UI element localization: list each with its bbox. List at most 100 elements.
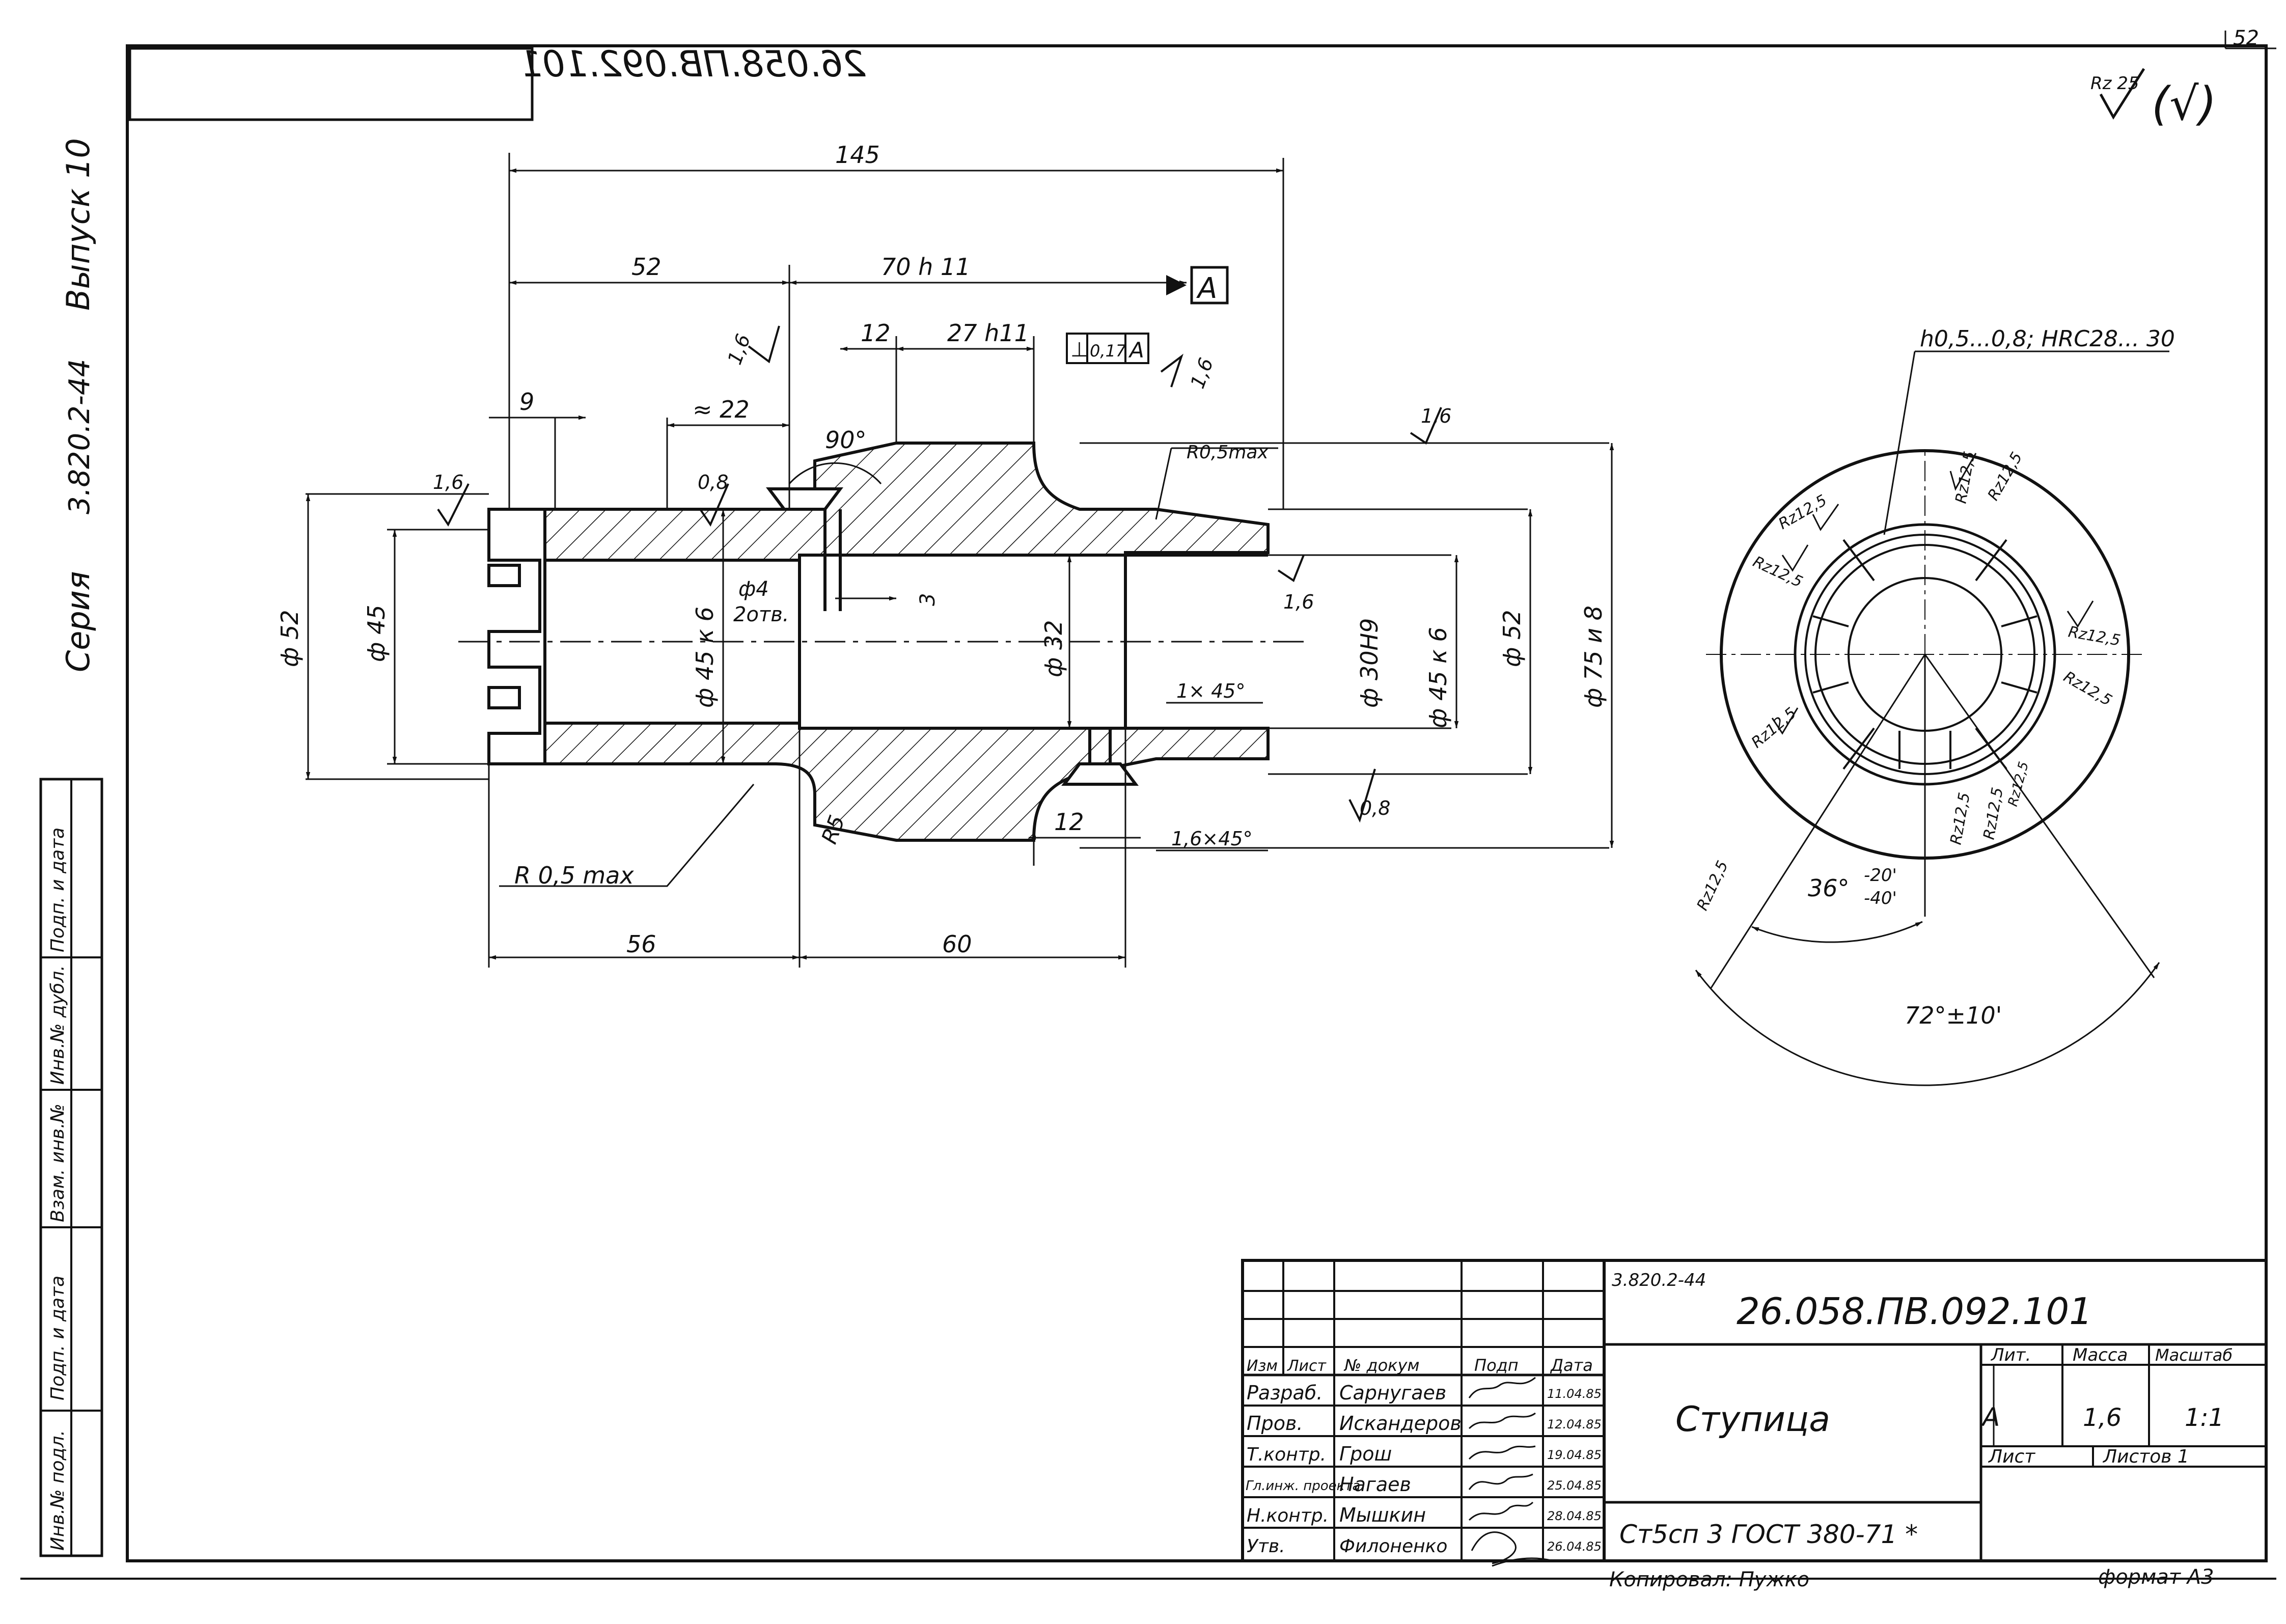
tb-header-lit: Лит. (1990, 1345, 2031, 1365)
tb-name-1: Сарнугаев (1339, 1382, 1446, 1404)
rough-16-a: 1,6 (723, 331, 755, 368)
dim-9: 9 (519, 388, 534, 416)
rz-label-4: Rz12,5 (1750, 553, 1805, 591)
tb-role-4: Гл.инж. проекта (1246, 1478, 1360, 1494)
title-block (1241, 1259, 2268, 1562)
tb-role-6: Утв. (1247, 1536, 1285, 1557)
rz-label-9: Rz12,5 (1980, 786, 2006, 841)
tolerance-frame: ⊥ 0,17 A (1066, 333, 1149, 364)
angle36-lower: -40' (1864, 888, 1897, 909)
dim-angle90: 90° (825, 426, 867, 454)
tb-header-doc: № докум (1343, 1356, 1420, 1375)
tb-part-name: Ступица (1675, 1399, 1830, 1440)
dim-chamfer1: 1× 45° (1176, 680, 1245, 702)
rz-label-2: Rz12,5 (1985, 449, 2026, 504)
front-view: A ⊥ 0,17 A 145 52 70 h 11 12 27 h11 (276, 141, 1614, 968)
signatures (1468, 1377, 1554, 1567)
tb-header-list: Лист (1287, 1357, 1327, 1375)
mirrored-designation: 26.058.ПВ.092.101 (519, 43, 866, 85)
dim-12-top: 12 (861, 319, 891, 347)
rough-16-d: 1,6 (433, 471, 463, 493)
side-note: h0,5...0,8; HRC28... 30 (1920, 326, 2175, 352)
margin-seria-code: 3.820.2-44 (63, 359, 96, 514)
tb-lit-value: А (1981, 1402, 2000, 1432)
tb-date-4: 25.04.85 (1547, 1478, 1602, 1493)
tb-scale-value: 1:1 (2185, 1403, 2224, 1432)
bottom-strip: Копировал: Пужко формат А3 (1609, 1565, 2214, 1591)
margin-cell-inv-podl: Инв.№ подл. (47, 1430, 68, 1551)
tb-date-3: 19.04.85 (1547, 1448, 1602, 1462)
rough-08-a: 0,8 (698, 471, 728, 493)
tb-role-2: Пров. (1247, 1412, 1303, 1435)
tb-material: Ст5сп 3 ГОСТ 380-71 * (1619, 1520, 1918, 1549)
rough-16-b: 1,6 (1186, 355, 1218, 392)
copied-by: Копировал: Пужко (1609, 1568, 1809, 1591)
dim-12-bottom: 12 (1054, 808, 1084, 836)
tb-mass-value: 1,6 (2083, 1403, 2122, 1432)
tb-date-5: 28.04.85 (1547, 1509, 1602, 1523)
tb-name-2: Искандеров (1339, 1412, 1462, 1435)
rz-label-1: Rz12,5 (1952, 450, 1978, 505)
side-margin: Серия 3.820.2-44 Выпуск 10 Инв.№ подл. П… (39, 138, 103, 1557)
dim-phi4: ф4 (738, 577, 769, 601)
dim-chamfer16: 1,6×45° (1171, 828, 1253, 850)
rz-label-5: Rz12,5 (2067, 623, 2122, 649)
dim-60: 60 (942, 930, 972, 958)
dim-phi45k6-right: ф 45 к 6 (1424, 627, 1452, 728)
dim-phi52-right: ф 52 (1498, 610, 1526, 667)
sheet-format: формат А3 (2098, 1565, 2214, 1589)
dim-phi30h9: ф 30Н9 (1356, 618, 1383, 708)
tb-header-sheets: Листов 1 (2102, 1446, 2189, 1467)
tb-header-masshtab: Масштаб (2155, 1345, 2233, 1365)
margin-cell-podp-data-2: Подп. и дата (47, 828, 68, 952)
angle36-upper: -20' (1864, 865, 1897, 886)
margin-seria: Серия (60, 571, 97, 672)
tb-name-3: Грош (1339, 1443, 1392, 1465)
rz-label-8: Rz12,5 (1947, 791, 1973, 846)
tb-header-sheet: Лист (1988, 1446, 2035, 1467)
dim-r05max-top: R0,5max (1187, 442, 1269, 463)
tb-header-sign: Подп (1474, 1356, 1519, 1375)
tb-date-2: 12.04.85 (1547, 1417, 1602, 1432)
tb-name-5: Мышкин (1339, 1504, 1426, 1526)
dim-overall-length: 145 (835, 141, 880, 169)
datum-label: A (1196, 272, 1217, 305)
dim-27h11: 27 h11 (947, 319, 1029, 347)
tb-header-izm: Изм (1247, 1357, 1278, 1375)
dim-phi32: ф 32 (1040, 620, 1067, 677)
margin-cell-podp-data-1: Подп. и дата (47, 1276, 68, 1400)
roughness-checkmarks (437, 325, 1442, 823)
dim-52: 52 (631, 253, 662, 281)
dim-phi45k6-left: ф 45 к 6 (691, 607, 719, 708)
dim-phi45-left: ф 45 (363, 605, 390, 662)
side-view (1695, 350, 2169, 1086)
tb-date-6: 26.04.85 (1547, 1539, 1602, 1554)
dim-phi52-left: ф 52 (276, 610, 304, 667)
tb-name-6: Филоненко (1339, 1536, 1447, 1557)
dim-r05max-bottom: R 0,5 max (514, 862, 634, 889)
roughness-rest: (√) (2152, 77, 2217, 131)
dim-3: 3 (916, 593, 940, 606)
datum-arrow (1166, 275, 1187, 295)
tb-role-3: Т.контр. (1247, 1444, 1326, 1465)
tb-date-1: 11.04.85 (1547, 1387, 1602, 1401)
rough-16-e: 1,6 (1283, 591, 1314, 613)
dim-70h11: 70 h 11 (881, 253, 970, 281)
tb-series-code: 3.820.2-44 (1612, 1270, 1706, 1290)
margin-cell-inv-dubl: Инв.№ дубл. (47, 965, 68, 1085)
margin-vypusk: Выпуск 10 (60, 138, 97, 311)
tolerance-symbol: ⊥ (1070, 338, 1088, 362)
tb-designation: 26.058.ПВ.092.101 (1737, 1290, 2092, 1333)
rough-08-b: 0,8 (1360, 797, 1390, 819)
roughness-general: Rz 25 (2090, 73, 2139, 94)
page-number: 52 (2233, 26, 2259, 50)
title-block-text: 3.820.2-44 26.058.ПВ.092.101 Ступица Ст5… (1246, 1270, 2233, 1567)
rz-label-6: Rz12,5 (2060, 668, 2115, 710)
margin-cell-vzam-inv: Взам. инв.№ (47, 1104, 68, 1222)
tb-name-4: Нагаев (1339, 1473, 1411, 1496)
dimension-lines (306, 153, 1614, 968)
general-roughness-mark: Rz 25 (√) (2090, 68, 2217, 131)
tolerance-value: 0,17 (1090, 341, 1126, 361)
mirrored-designation-stamp: 26.058.ПВ.092.101 (128, 43, 866, 121)
